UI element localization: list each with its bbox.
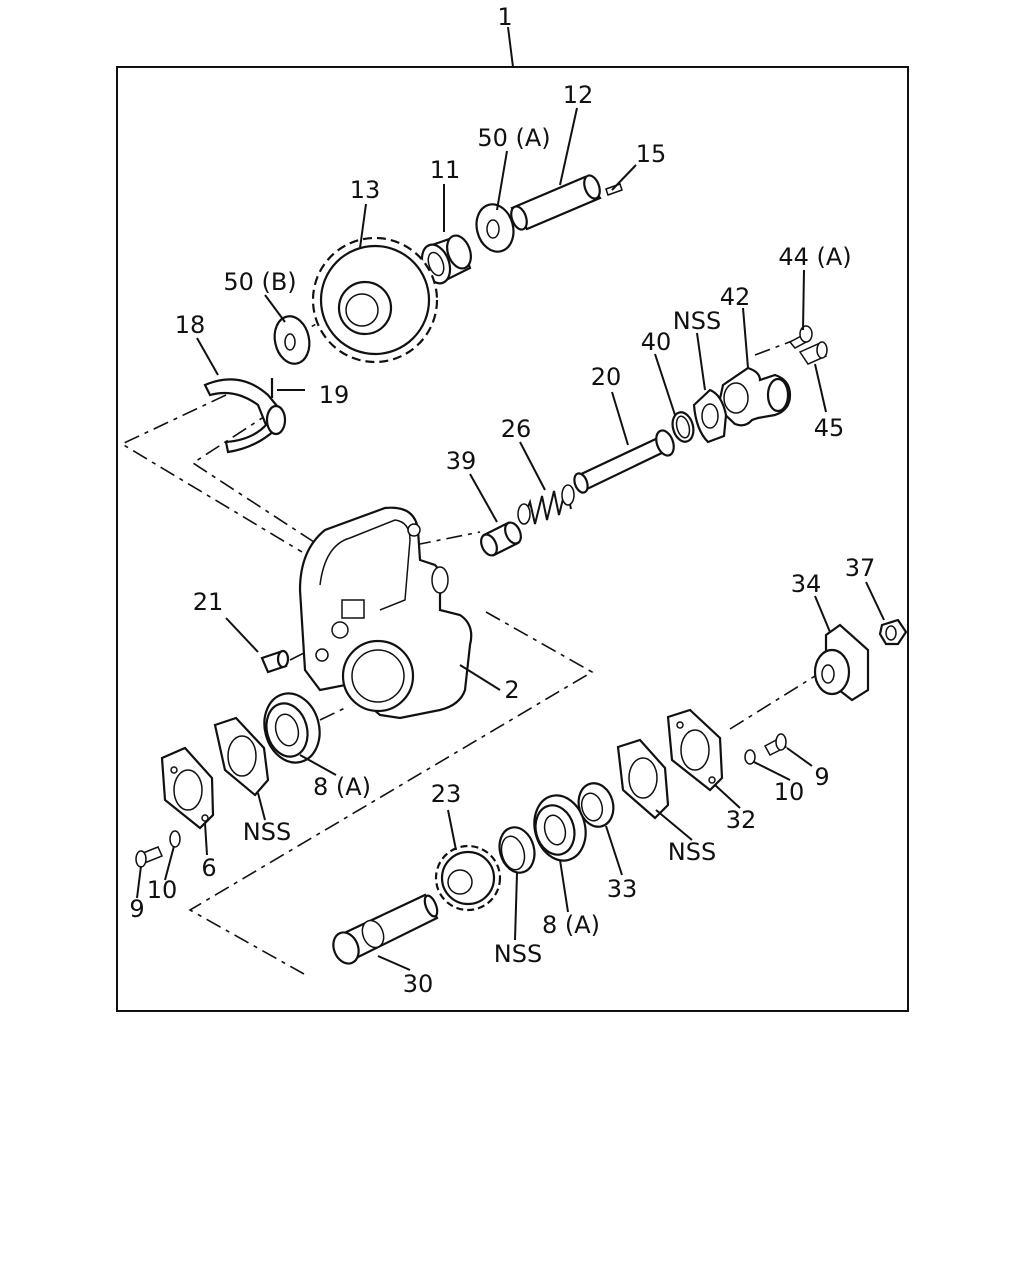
washer-right-part	[744, 749, 756, 765]
label-nss-gasket-right: NSS	[668, 838, 716, 866]
label-pin: 15	[636, 140, 667, 168]
shaft-part	[510, 174, 602, 231]
gasket-top-part	[692, 388, 728, 444]
fork-pin-part	[270, 378, 305, 398]
bearing-lower-part	[533, 794, 587, 862]
housing-part	[813, 623, 870, 702]
fitting-part	[798, 341, 828, 365]
small-gear-part	[434, 844, 502, 912]
label-fork-pin: 19	[319, 381, 350, 409]
cover-part	[160, 746, 215, 830]
leader-lines	[136, 107, 885, 971]
ring-part	[498, 826, 536, 874]
spring-part	[517, 484, 575, 525]
label-output-shaft: 30	[403, 970, 434, 998]
washer-b-part	[273, 315, 311, 365]
label-shift-rod: 20	[591, 363, 622, 391]
needle-bearing-part	[420, 234, 472, 285]
bolt-left-part	[135, 846, 164, 868]
label-bolt-left: 9	[129, 895, 144, 923]
label-nss-gasket-top: NSS	[673, 307, 721, 335]
label-housing: 34	[791, 570, 822, 598]
spacer-part	[480, 521, 522, 557]
label-washer-b: 50 (B)	[223, 268, 296, 296]
label-cover-right: 32	[726, 806, 757, 834]
label-nss-ring: NSS	[494, 940, 542, 968]
pin-part	[605, 164, 637, 196]
gasket-left-part	[213, 716, 270, 797]
large-gear-part	[311, 236, 439, 364]
label-bolt-top: 44 (A)	[778, 243, 851, 271]
bolt-top-part	[788, 325, 813, 349]
label-washer-left: 10	[147, 876, 178, 904]
o-ring-part	[671, 411, 695, 443]
label-assembly: 1	[497, 3, 512, 31]
fork-part	[203, 378, 287, 454]
label-spring: 26	[501, 415, 532, 443]
label-nut: 37	[845, 554, 876, 582]
label-bolt-right: 9	[814, 763, 829, 791]
label-nss-gasket-left: NSS	[243, 818, 291, 846]
label-fitting: 45	[814, 414, 845, 442]
label-shaft: 12	[563, 81, 594, 109]
output-shaft-part	[332, 893, 439, 965]
bolt-right-part	[763, 733, 788, 756]
nut-part	[878, 618, 908, 646]
washer-left-part	[169, 830, 181, 848]
label-large-gear: 13	[350, 176, 381, 204]
bearing-upper-part	[263, 692, 321, 764]
oil-seal-part	[577, 782, 615, 828]
gasket-right-part	[616, 738, 670, 820]
label-plug: 21	[193, 588, 224, 616]
case-part	[298, 506, 473, 720]
label-washer-right: 10	[774, 778, 805, 806]
actuator-part	[716, 366, 792, 427]
washer-a-part	[475, 203, 515, 253]
shift-rod-part	[573, 429, 675, 494]
label-cover: 6	[201, 854, 216, 882]
cover-right-part	[666, 708, 724, 792]
label-o-ring: 40	[641, 328, 672, 356]
plug-part	[260, 649, 290, 674]
label-spacer: 39	[446, 447, 477, 475]
label-actuator: 42	[720, 283, 751, 311]
label-small-gear: 23	[431, 780, 462, 808]
label-bearing-upper: 8 (A)	[313, 773, 371, 801]
label-case: 2	[504, 676, 519, 704]
label-oil-seal: 33	[607, 875, 638, 903]
label-fork: 18	[175, 311, 206, 339]
label-washer-a: 50 (A)	[477, 124, 550, 152]
label-needle-bearing: 11	[430, 156, 461, 184]
label-bearing-lower: 8 (A)	[542, 911, 600, 939]
